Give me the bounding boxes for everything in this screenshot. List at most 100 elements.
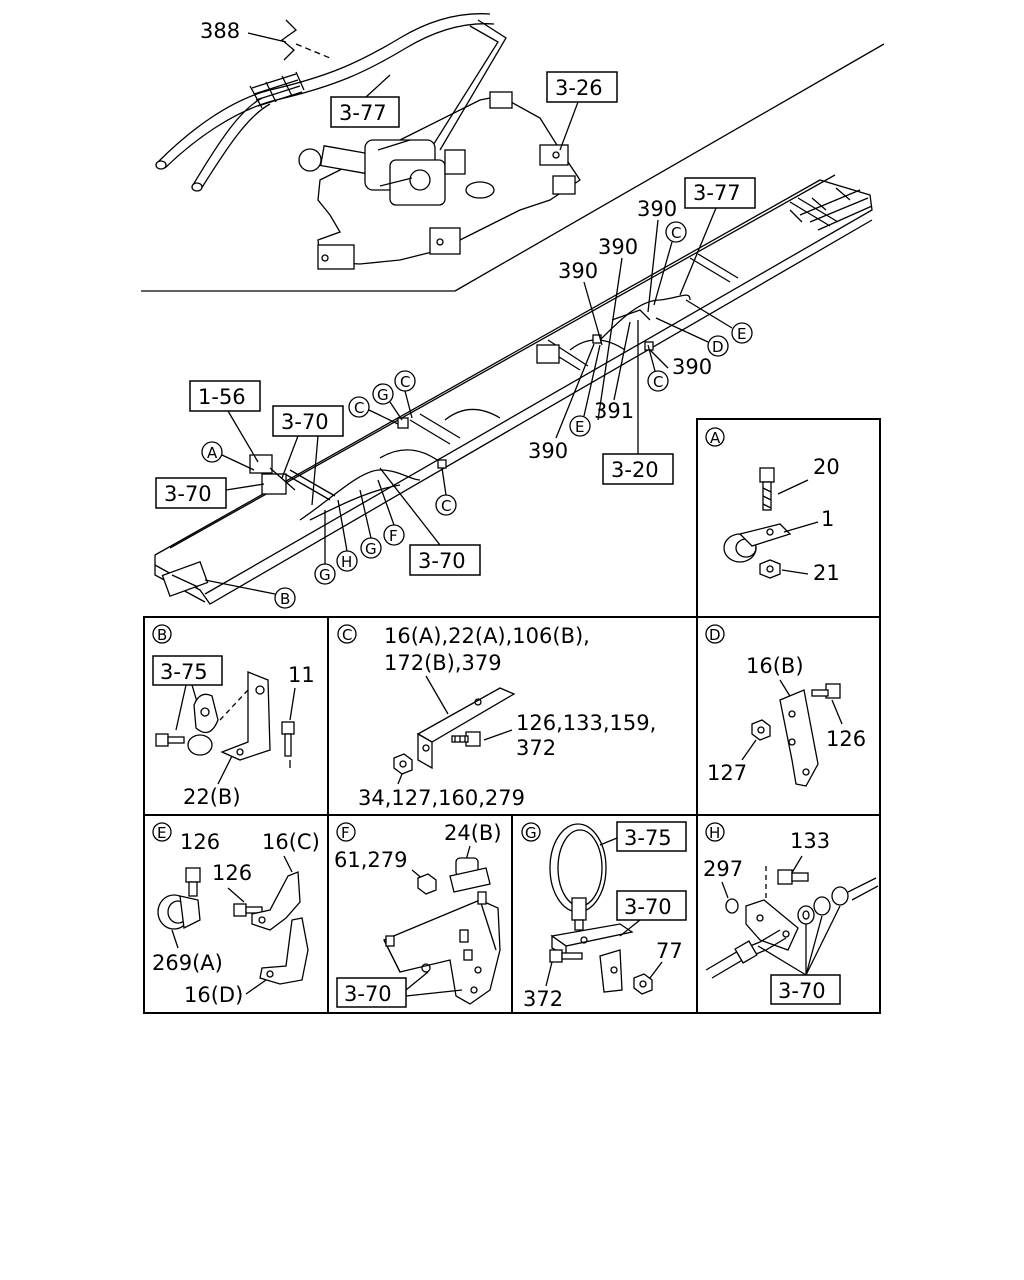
ref-box-3-70-g[interactable]: 3-70: [616, 890, 687, 921]
valve-body: [298, 139, 466, 206]
marker-g-frame-2[interactable]: G: [314, 563, 336, 585]
detail-grid: [143, 418, 881, 1014]
svg-text:G: G: [319, 566, 331, 584]
svg-text:3-75: 3-75: [624, 826, 672, 850]
svg-text:B: B: [280, 590, 290, 608]
callout-20: 20: [813, 455, 840, 479]
marker-b-frame[interactable]: B: [274, 587, 296, 609]
svg-text:D: D: [709, 626, 721, 644]
marker-f-detail[interactable]: F: [336, 822, 356, 842]
svg-text:C: C: [354, 399, 364, 417]
callout-c-bot: 34,127,160,279: [358, 786, 525, 810]
svg-text:B: B: [157, 626, 167, 644]
svg-text:3-77: 3-77: [339, 101, 387, 125]
svg-text:C: C: [671, 224, 681, 242]
svg-text:F: F: [389, 527, 398, 545]
chassis-frame: [154, 174, 873, 605]
marker-a-frame[interactable]: A: [201, 441, 223, 463]
marker-e-frame-2[interactable]: E: [569, 415, 591, 437]
marker-d-frame[interactable]: D: [707, 335, 729, 357]
svg-text:E: E: [157, 824, 166, 842]
callout-c-top-1: 16(A),22(A),106(B),: [384, 624, 590, 648]
detail-h: H 133 297 3-70: [703, 822, 879, 1005]
callout-22b: 22(B): [183, 785, 241, 809]
callout-c-top-2: 172(B),379: [384, 651, 502, 675]
callout-77: 77: [656, 939, 683, 963]
marker-f-frame[interactable]: F: [383, 524, 405, 546]
svg-text:A: A: [710, 429, 721, 447]
marker-g-detail[interactable]: G: [521, 822, 541, 842]
callout-11: 11: [288, 663, 315, 687]
ref-box-3-70-f[interactable]: 3-70: [336, 977, 407, 1008]
marker-c-frame-2[interactable]: C: [394, 370, 416, 392]
ref-box-3-70-b[interactable]: 3-70: [155, 477, 227, 509]
marker-g-frame-1[interactable]: G: [372, 383, 394, 405]
marker-c-frame-4[interactable]: C: [665, 221, 687, 243]
callout-390-c: 390: [558, 259, 598, 283]
svg-text:G: G: [525, 824, 537, 842]
ref-box-3-77-top[interactable]: 3-77: [330, 96, 400, 128]
svg-text:3-75: 3-75: [160, 660, 208, 684]
callout-390-a: 390: [637, 197, 677, 221]
svg-text:H: H: [709, 824, 720, 842]
detail-g: G 3-75 3-70 372 77: [521, 821, 687, 1011]
ref-box-3-26[interactable]: 3-26: [546, 71, 618, 103]
marker-c-frame-1[interactable]: C: [348, 396, 370, 418]
marker-d-detail[interactable]: D: [705, 624, 725, 644]
marker-a-detail[interactable]: A: [705, 427, 725, 447]
svg-text:G: G: [365, 540, 377, 558]
ref-box-3-70-a[interactable]: 3-70: [272, 405, 344, 437]
marker-b-detail[interactable]: B: [152, 624, 172, 644]
callout-16b: 16(B): [746, 654, 804, 678]
ref-box-3-20[interactable]: 3-20: [602, 453, 674, 485]
svg-text:H: H: [341, 553, 352, 571]
ref-box-1-56[interactable]: 1-56: [189, 380, 261, 412]
callout-388: 388: [200, 19, 240, 43]
ref-box-3-70-h[interactable]: 3-70: [770, 974, 841, 1005]
callout-c-mid-1: 126,133,159,: [516, 711, 656, 735]
hose-sleeve: [249, 71, 305, 109]
svg-text:3-26: 3-26: [555, 76, 603, 100]
svg-text:C: C: [653, 373, 663, 391]
callout-390-e: 390: [528, 439, 568, 463]
callout-269a: 269(A): [152, 951, 223, 975]
marker-c-detail[interactable]: C: [337, 624, 357, 644]
svg-text:C: C: [400, 373, 410, 391]
svg-text:3-70: 3-70: [418, 549, 466, 573]
callout-16c: 16(C): [262, 830, 320, 854]
ref-box-3-77-frame[interactable]: 3-77: [684, 177, 756, 209]
callout-21: 21: [813, 561, 840, 585]
svg-text:D: D: [712, 338, 724, 356]
marker-c-frame-3[interactable]: C: [435, 494, 457, 516]
ref-box-3-70-c[interactable]: 3-70: [409, 544, 481, 576]
svg-text:E: E: [575, 418, 584, 436]
callout-16d: 16(D): [184, 983, 243, 1007]
svg-text:3-70: 3-70: [344, 982, 392, 1006]
top-inset: 388 3-77 3-26: [141, 13, 885, 292]
callout-372-g: 372: [523, 987, 563, 1011]
callout-297: 297: [703, 857, 743, 881]
ref-box-3-75-b[interactable]: 3-75: [152, 655, 223, 686]
ref-box-3-75-g[interactable]: 3-75: [616, 821, 687, 852]
detail-d: D 16(B) 126 127: [705, 624, 866, 787]
callout-1: 1: [821, 507, 834, 531]
svg-text:3-77: 3-77: [693, 181, 741, 205]
svg-text:A: A: [207, 444, 218, 462]
callout-126-d: 126: [826, 727, 866, 751]
callout-24b: 24(B): [444, 821, 502, 845]
detail-e: E 126 126 269(A) 16(C) 16(D): [152, 822, 320, 1007]
marker-e-detail[interactable]: E: [152, 822, 172, 842]
marker-c-frame-5[interactable]: C: [647, 370, 669, 392]
svg-text:3-70: 3-70: [281, 410, 329, 434]
marker-g-frame-3[interactable]: G: [360, 537, 382, 559]
marker-h-detail[interactable]: H: [705, 822, 725, 842]
callout-390-b: 390: [598, 235, 638, 259]
detail-a: A 20 1 21: [705, 427, 840, 585]
marker-h-frame[interactable]: H: [336, 550, 358, 572]
detail-b: B 3-75 11 22(B): [152, 624, 315, 809]
marker-e-frame-1[interactable]: E: [731, 322, 753, 344]
svg-text:E: E: [737, 325, 746, 343]
callout-c-mid-2: 372: [516, 736, 556, 760]
detail-f: F 24(B) 61,279 3-70: [334, 821, 502, 1008]
